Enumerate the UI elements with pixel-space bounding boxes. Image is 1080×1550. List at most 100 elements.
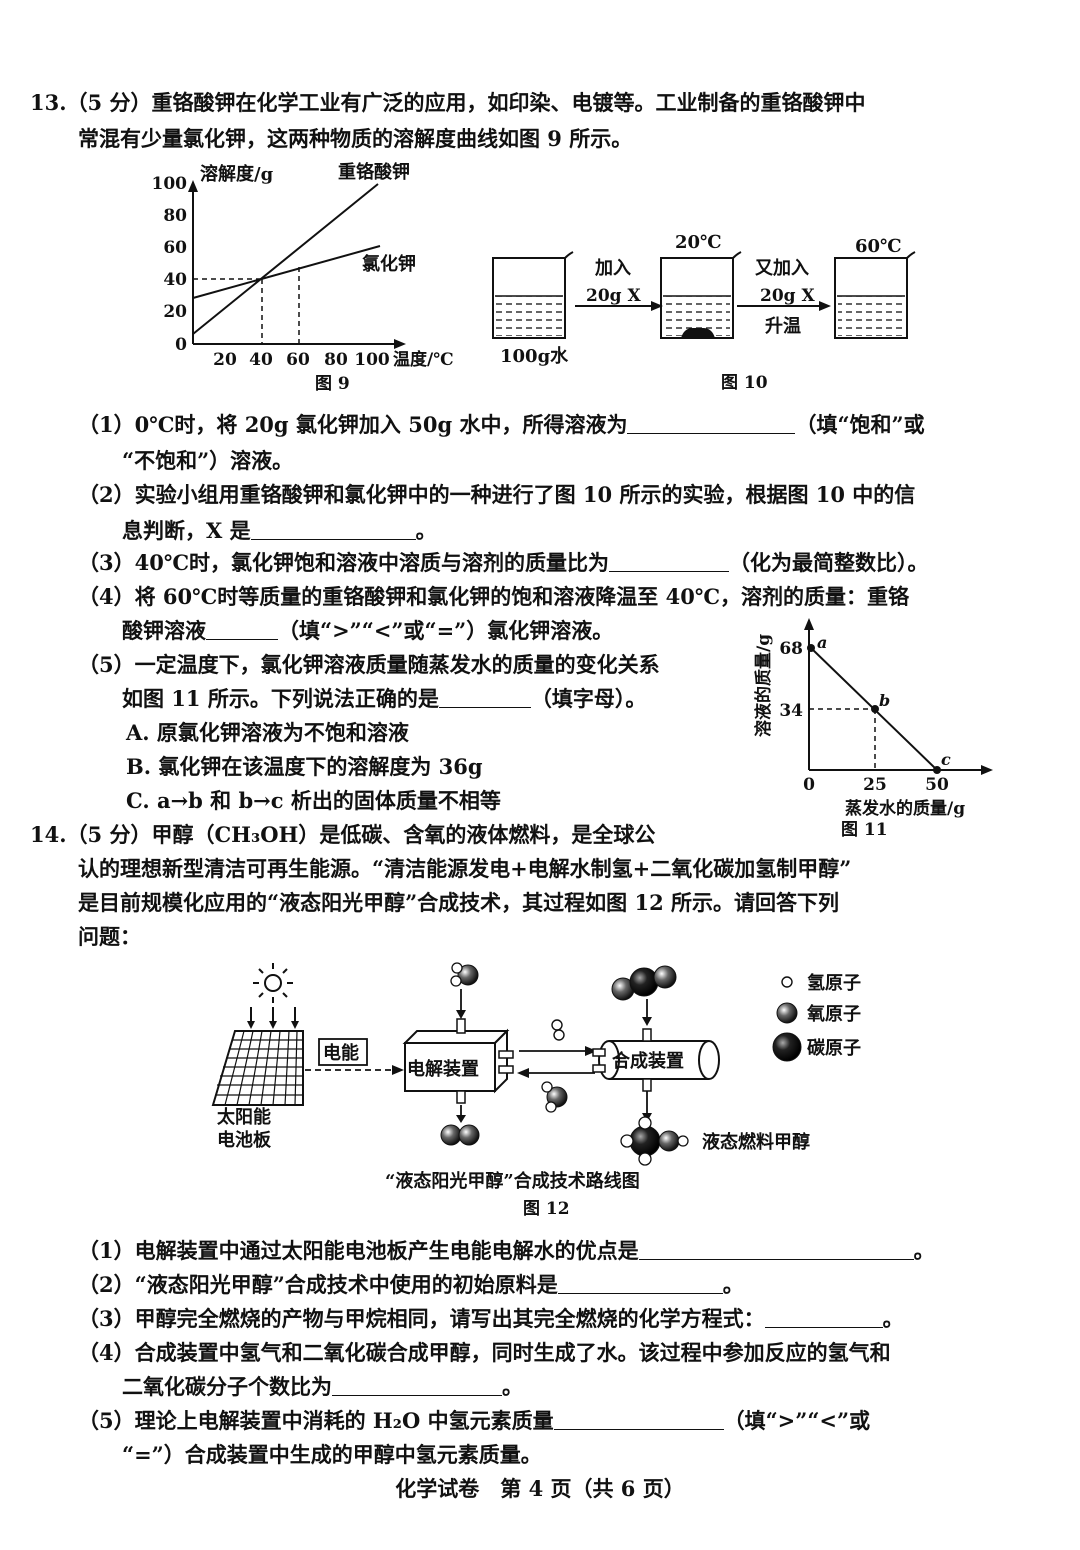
q14-p4-a: （4）合成装置中氢气和二氧化碳合成甲醇，同时生成了水。该过程中参加反应的氢气和 — [78, 1340, 891, 1365]
q14-p5-line1: （5）理论上电解装置中消耗的 H₂O 中氢元素质量（填“>”“<”或 — [78, 1406, 870, 1436]
solar-label-2: 电池板 — [217, 1129, 272, 1151]
q14-p2-a: （2）“液态阳光甲醇”合成技术中使用的初始原料是 — [78, 1272, 558, 1297]
arrow1-top: 加入 — [594, 258, 631, 279]
q13-p3-b: （化为最简整数比）。 — [729, 550, 929, 575]
q13-p2-c: 。 — [415, 518, 437, 543]
fig11-label-c: c — [941, 750, 951, 769]
q14-p4-answer-blank[interactable] — [332, 1373, 502, 1396]
legend-oxygen-icon — [776, 1002, 798, 1024]
q14-p5-c: “=”）合成装置中生成的甲醇中氢元素质量。 — [122, 1442, 542, 1467]
fig9-ytick-100: 100 — [152, 174, 188, 194]
q13-p4-a: （4）将 60℃时等质量的重铬酸钾和氯化钾的饱和溶液降温至 40℃，溶剂的质量：… — [78, 584, 910, 609]
arrow1-bottom: 20g X — [586, 286, 641, 306]
fig11-ytick-68: 68 — [779, 639, 803, 659]
q13-p5-b: 如图 11 所示。下列说法正确的是 — [122, 686, 439, 711]
q13-p5-c: （填字母）。 — [530, 686, 647, 711]
fig11-point-c — [933, 766, 941, 774]
q13-p5-line2: 如图 11 所示。下列说法正确的是 （填字母）。 — [122, 684, 646, 714]
solar-panel-icon — [211, 1030, 304, 1106]
q14-intro-line4: 问题： — [78, 924, 141, 949]
fig9-xtick-40: 40 — [249, 350, 273, 370]
q14-p3-b: 。 — [882, 1306, 904, 1331]
beaker2-temp: 20℃ — [675, 232, 722, 253]
q14-p1-b: 。 — [913, 1238, 935, 1263]
fig11-label-a: a — [817, 633, 827, 652]
q13-option-b: B. 氯化钾在该温度下的溶解度为 36g — [126, 754, 483, 779]
q14-p4-b: 二氧化碳分子个数比为 — [122, 1374, 332, 1399]
fig9-series1-label: 重铬酸钾 — [338, 161, 410, 183]
q13-p1-line1: （1）0℃时，将 20g 氯化钾加入 50g 水中，所得溶液为 （填“饱和”或 — [78, 410, 925, 440]
fig11-point-a — [807, 644, 815, 652]
fig11-label-b: b — [879, 691, 890, 710]
q14-p3-line: （3）甲醇完全燃烧的产物与甲烷相同，请写出其完全燃烧的化学方程式： 。 — [78, 1304, 904, 1334]
figure-11-evaporation-chart: 溶液的质量/g 68 34 0 25 50 a b c 蒸发水的质量/g 图 1… — [753, 618, 993, 840]
q13-intro-line1: 13.（5 分）重铬酸钾在化学工业有广泛的应用，如印染、电镀等。工业制备的重铬酸… — [30, 90, 866, 115]
legend-hydrogen-label: 氢原子 — [807, 972, 861, 994]
legend-carbon-label: 碳原子 — [807, 1037, 861, 1059]
q14-p5-answer-blank[interactable] — [553, 1407, 724, 1430]
fig9-xtick-60: 60 — [286, 350, 310, 370]
legend-hydrogen-icon — [781, 976, 793, 988]
fig9-xlabel: 温度/℃ — [393, 349, 454, 370]
fig9-ytick-0: 0 — [175, 335, 187, 355]
q13-p2-line2: 息判断，X 是 。 — [122, 516, 437, 546]
fig11-xtick-0: 0 — [803, 775, 815, 795]
page-footer: 化学试卷 第 4 页（共 6 页） — [395, 1476, 685, 1501]
q13-p1-a: （1）0℃时，将 20g 氯化钾加入 50g 水中，所得溶液为 — [78, 412, 628, 437]
fig11-ytick-34: 34 — [779, 701, 803, 721]
q14-p5-a: （5）理论上电解装置中消耗的 H₂O 中氢元素质量 — [78, 1408, 554, 1433]
q13-p4-answer-blank[interactable] — [206, 617, 278, 640]
q14-p1-line: （1）电解装置中通过太阳能电池板产生电能电解水的优点是 。 — [78, 1236, 935, 1266]
q13-p3-line: （3）40℃时，氯化钾饱和溶液中溶质与溶剂的质量比为 （化为最简整数比）。 — [78, 548, 929, 578]
fig11-xtick-50: 50 — [925, 775, 949, 795]
q13-p2-a: （2）实验小组用重铬酸钾和氯化钾中的一种进行了图 10 所示的实验，根据图 10… — [78, 482, 916, 507]
q13-p4-b: 酸钾溶液 — [122, 618, 206, 643]
fig9-xtick-20: 20 — [213, 350, 237, 370]
q13-option-a: A. 原氯化钾溶液为不饱和溶液 — [126, 720, 409, 745]
q13-p2-b: 息判断，X 是 — [122, 518, 251, 543]
q13-p1-answer-blank[interactable] — [627, 411, 796, 434]
q13-p1-b: （填“饱和”或 — [795, 412, 925, 437]
fig12-caption: 图 12 — [523, 1199, 570, 1219]
q13-option-c: C. a→b 和 b→c 析出的固体质量不相等 — [126, 788, 501, 813]
electrolysis-device — [402, 1018, 514, 1104]
q13-p3-answer-blank[interactable] — [609, 549, 729, 572]
q14-p2-answer-blank[interactable] — [557, 1271, 723, 1294]
arrow2-mid: 20g X — [760, 286, 815, 306]
beaker3-temp: 60℃ — [855, 236, 902, 257]
arrow2-bottom: 升温 — [765, 316, 801, 337]
fig11-xtick-25: 25 — [863, 775, 887, 795]
figure-10-beakers: 100g水 加入 20g X 20℃ 又加入 20g X 升温 60℃ 图 10 — [492, 232, 916, 393]
fig12-title: “液态阳光甲醇”合成技术路线图 — [385, 1170, 640, 1192]
fig9-ylabel: 溶解度/g — [200, 163, 274, 185]
fig9-caption: 图 9 — [315, 374, 350, 394]
fig11-point-b — [871, 705, 879, 713]
fig9-curve-potassium-chloride — [192, 245, 381, 299]
fig9-curve-potassium-dichromate — [192, 183, 379, 335]
beaker-2 — [660, 251, 742, 339]
q13-p5-answer-blank[interactable] — [438, 685, 531, 708]
q14-intro-line2: 认的理想新型清洁可再生能源。“清洁能源发电+电解水制氢+二氧化碳加氢制甲醇” — [78, 856, 852, 881]
legend-carbon-icon — [772, 1032, 802, 1062]
q13-p3-a: （3）40℃时，氯化钾饱和溶液中溶质与溶剂的质量比为 — [78, 550, 609, 575]
figure-12-methanol-process: 太阳能 电池板 电能 电解装置 — [211, 962, 861, 1219]
q14-p3-a: （3）甲醇完全燃烧的产物与甲烷相同，请写出其完全燃烧的化学方程式： — [78, 1306, 765, 1331]
q13-p1-c: “不饱和”）溶液。 — [122, 448, 294, 473]
q14-p4-c: 。 — [502, 1374, 523, 1399]
q13-p4-c: （填“>”“<”或“=”）氯化钾溶液。 — [278, 618, 614, 643]
beaker-3 — [834, 251, 916, 339]
q14-p1-answer-blank[interactable] — [638, 1237, 914, 1260]
sun-icon — [250, 963, 296, 1023]
q13-intro-line2: 常混有少量氯化钾，这两种物质的溶解度曲线如图 9 所示。 — [78, 126, 633, 151]
q14-p3-answer-blank[interactable] — [764, 1305, 883, 1328]
arrow2-top: 又加入 — [754, 258, 809, 279]
q13-p2-answer-blank[interactable] — [250, 517, 416, 540]
fig11-caption: 图 11 — [841, 820, 888, 840]
beaker1-label: 100g水 — [500, 345, 569, 367]
energy-label: 电能 — [323, 1042, 359, 1064]
beaker-1 — [492, 251, 574, 339]
q14-p1-a: （1）电解装置中通过太阳能电池板产生电能电解水的优点是 — [78, 1238, 639, 1263]
figure-9-solubility-chart: 100 80 60 40 20 0 20 40 60 80 100 溶解度/g … — [152, 161, 454, 394]
electrolysis-label: 电解装置 — [407, 1058, 479, 1080]
q14-intro-line3: 是目前规模化应用的“液态阳光甲醇”合成技术，其过程如图 12 所示。请回答下列 — [78, 890, 840, 915]
